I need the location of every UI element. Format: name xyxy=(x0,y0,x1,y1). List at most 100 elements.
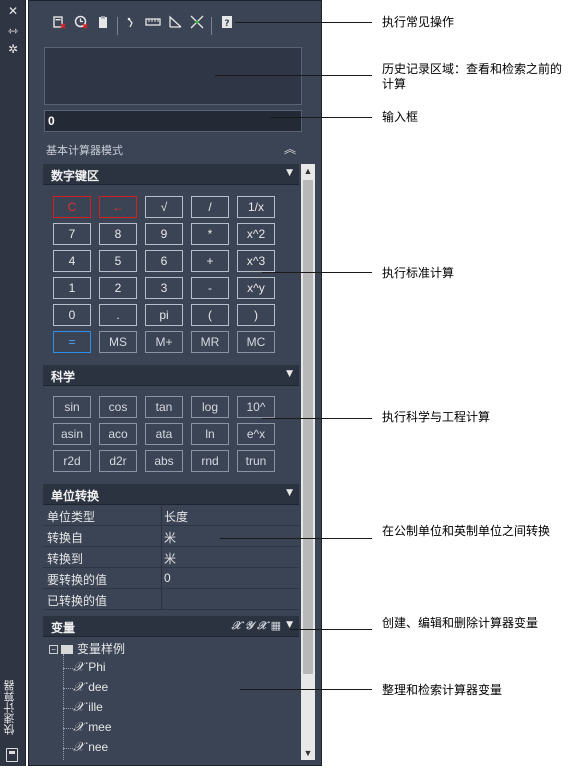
key-keypad-1-3[interactable]: * xyxy=(191,223,229,245)
key-keypad-1-1[interactable]: 8 xyxy=(99,223,137,245)
science-header[interactable]: 科学 ▼ xyxy=(43,365,299,386)
key-keypad-3-1[interactable]: 2 xyxy=(99,277,137,299)
input-box[interactable]: 0 xyxy=(44,110,302,132)
key-keypad-4-4[interactable]: ) xyxy=(237,304,275,326)
key-science-0-3[interactable]: log xyxy=(191,396,229,418)
key-keypad-0-1[interactable]: ← xyxy=(99,196,137,218)
key-keypad-5-0[interactable]: = xyxy=(53,331,91,353)
column-divider xyxy=(161,568,162,589)
key-keypad-3-0[interactable]: 1 xyxy=(53,277,91,299)
title-strip: ✕ ⇿ ✲ 快速计算器 xyxy=(0,0,26,766)
units-row[interactable]: 已转换的值 xyxy=(43,589,299,610)
science-title: 科学 xyxy=(51,370,76,384)
key-science-2-1[interactable]: d2r xyxy=(99,450,137,472)
key-keypad-4-1[interactable]: . xyxy=(99,304,137,326)
intersection-icon[interactable] xyxy=(187,15,207,37)
units-row-value[interactable]: 长度 xyxy=(164,510,189,524)
key-science-2-4[interactable]: trun xyxy=(237,450,275,472)
units-header[interactable]: 单位转换 ▼ xyxy=(43,484,299,505)
key-keypad-1-0[interactable]: 7 xyxy=(53,223,91,245)
key-keypad-1-4[interactable]: x^2 xyxy=(237,223,275,245)
tree-root[interactable]: −变量样例 xyxy=(49,640,125,657)
key-keypad-0-3[interactable]: / xyxy=(191,196,229,218)
caret-down-icon[interactable]: ▼ xyxy=(286,488,293,498)
toolbar-separator xyxy=(211,17,212,35)
clear-history-icon[interactable] xyxy=(71,15,91,37)
annotation-leader xyxy=(235,22,372,23)
paste-icon[interactable] xyxy=(93,15,113,37)
collapse-icon[interactable]: ︽ xyxy=(284,142,297,156)
folder-icon xyxy=(61,645,73,655)
units-row[interactable]: 转换自米 xyxy=(43,526,299,547)
angle-icon[interactable] xyxy=(165,15,185,37)
keypad-header[interactable]: 数字键区 ▼ xyxy=(43,164,299,185)
collapse-node-icon[interactable]: − xyxy=(49,645,58,655)
key-keypad-0-0[interactable]: C xyxy=(53,196,91,218)
caret-down-icon[interactable]: ▼ xyxy=(286,369,293,379)
key-keypad-4-3[interactable]: ( xyxy=(191,304,229,326)
units-row-value[interactable]: 0 xyxy=(164,571,171,585)
key-keypad-4-2[interactable]: pi xyxy=(145,304,183,326)
units-row[interactable]: 单位类型长度 xyxy=(43,505,299,526)
variables-header[interactable]: 变量 𝒳 𝒴 𝒳 ▦ ▼ xyxy=(43,616,299,637)
history-area[interactable] xyxy=(44,47,302,105)
scroll-down-icon[interactable]: ▼ xyxy=(303,748,313,758)
variable-name: dee xyxy=(88,680,109,694)
key-keypad-2-3[interactable]: + xyxy=(191,250,229,272)
key-keypad-5-1[interactable]: MS xyxy=(99,331,137,353)
key-science-2-2[interactable]: abs xyxy=(145,450,183,472)
get-coordinates-icon[interactable] xyxy=(121,15,141,37)
variable-tools[interactable]: 𝒳 𝒴 𝒳 ▦ xyxy=(231,619,281,632)
units-row-value[interactable]: 米 xyxy=(164,552,177,566)
close-icon[interactable]: ✕ xyxy=(7,4,19,18)
key-keypad-5-4[interactable]: MC xyxy=(237,331,275,353)
clear-icon[interactable] xyxy=(49,15,69,37)
key-keypad-0-2[interactable]: √ xyxy=(145,196,183,218)
column-divider xyxy=(161,589,162,610)
key-keypad-5-3[interactable]: MR xyxy=(191,331,229,353)
key-keypad-2-4[interactable]: x^3 xyxy=(237,250,275,272)
key-science-0-1[interactable]: cos xyxy=(99,396,137,418)
caret-down-icon[interactable]: ▼ xyxy=(286,620,293,630)
key-keypad-1-2[interactable]: 9 xyxy=(145,223,183,245)
key-keypad-2-1[interactable]: 5 xyxy=(99,250,137,272)
scroll-thumb[interactable] xyxy=(303,180,313,674)
key-science-1-2[interactable]: ata xyxy=(145,423,183,445)
auto-hide-icon[interactable]: ⇿ xyxy=(7,24,19,38)
annotation-leader xyxy=(215,75,372,76)
key-keypad-5-2[interactable]: M+ xyxy=(145,331,183,353)
key-science-1-0[interactable]: asin xyxy=(53,423,91,445)
key-keypad-3-4[interactable]: x^y xyxy=(237,277,275,299)
help-icon[interactable]: ? xyxy=(217,15,237,37)
key-keypad-2-0[interactable]: 4 xyxy=(53,250,91,272)
key-science-2-3[interactable]: rnd xyxy=(191,450,229,472)
caret-down-icon[interactable]: ▼ xyxy=(286,168,293,178)
key-keypad-4-0[interactable]: 0 xyxy=(53,304,91,326)
key-science-1-4[interactable]: e^x xyxy=(237,423,275,445)
key-science-0-0[interactable]: sin xyxy=(53,396,91,418)
key-science-0-2[interactable]: tan xyxy=(145,396,183,418)
key-science-1-1[interactable]: aco xyxy=(99,423,137,445)
key-keypad-2-2[interactable]: 6 xyxy=(145,250,183,272)
units-row[interactable]: 转换到米 xyxy=(43,547,299,568)
key-keypad-3-2[interactable]: 3 xyxy=(145,277,183,299)
properties-icon[interactable]: ✲ xyxy=(7,42,19,56)
key-keypad-3-3[interactable]: - xyxy=(191,277,229,299)
key-science-0-4[interactable]: 10^ xyxy=(237,396,275,418)
keypad-title: 数字键区 xyxy=(51,169,100,183)
key-keypad-0-4[interactable]: 1/x xyxy=(237,196,275,218)
key-science-2-0[interactable]: r2d xyxy=(53,450,91,472)
units-row-value[interactable]: 米 xyxy=(164,531,177,545)
distance-icon[interactable] xyxy=(143,15,163,37)
variable-icon: 𝒳 xyxy=(73,720,85,735)
scrollbar[interactable]: ▲ ▼ xyxy=(301,164,315,760)
scroll-up-icon[interactable]: ▲ xyxy=(303,166,313,176)
key-science-1-3[interactable]: ln xyxy=(191,423,229,445)
